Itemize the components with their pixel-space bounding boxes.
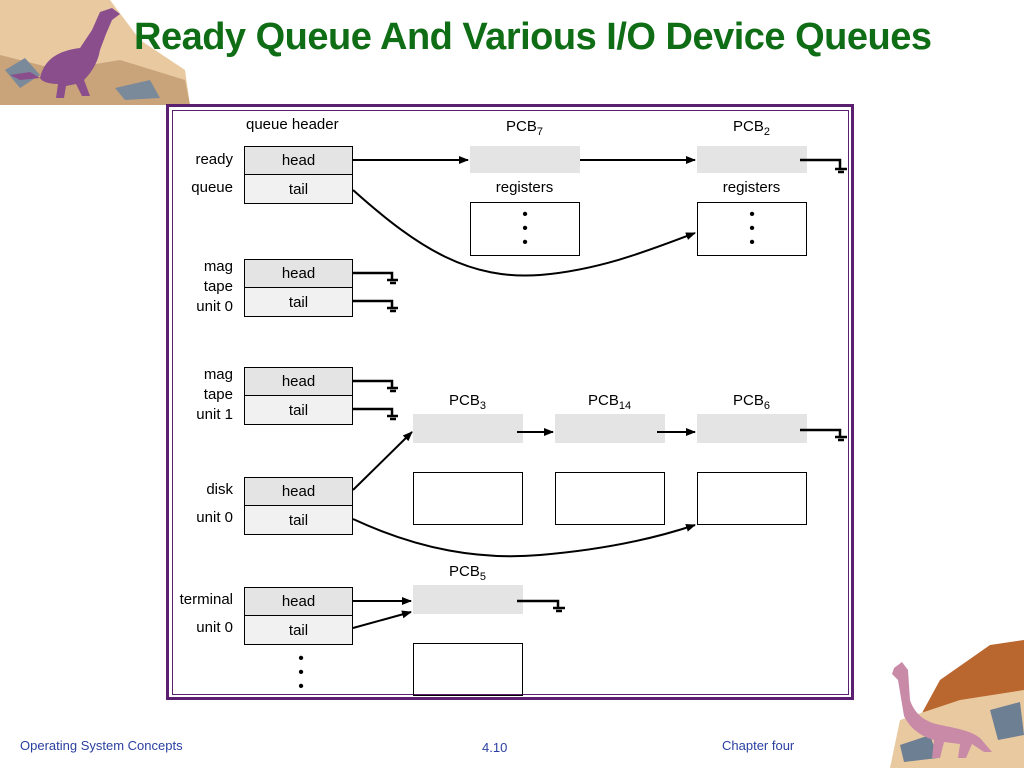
more-queues-ellipsis: ••• [298, 650, 304, 695]
pcb-14-field [554, 443, 665, 473]
tape1-queue-head: head [244, 367, 353, 396]
dinosaur-bottom-right-icon [890, 640, 1024, 768]
diagram-inner-border [172, 110, 849, 695]
pcb-2-registers: registers [696, 173, 807, 203]
ready-queue-tail: tail [244, 174, 353, 204]
pcb-5-label: PCB5 [449, 563, 486, 583]
tape0-queue-head: head [244, 259, 353, 288]
disk-queue-tail: tail [244, 505, 353, 535]
ready-tail-arrow [352, 189, 696, 277]
disk-queue-head: head [244, 477, 353, 506]
queue-name-tape1-line3: unit 1 [196, 406, 233, 423]
footer-course: Operating System Concepts [20, 738, 183, 753]
pcb-6-label: PCB6 [733, 392, 770, 412]
queue-name-tape0-line1: mag [203, 258, 233, 275]
dinosaur-top-left-icon [0, 0, 190, 105]
pcb-7-ellipsis: ••• [522, 206, 528, 251]
terminal-tail-arrow [352, 610, 412, 629]
ready-queue-head: head [244, 146, 353, 175]
queue-name-terminal-line1: terminal [179, 591, 233, 608]
pcb-3-field [412, 443, 523, 473]
pcb-6-link-field [696, 413, 807, 445]
disk-tail-arrow [352, 518, 696, 558]
pcb-2-label: PCB2 [733, 118, 770, 138]
tape1-queue-tail: tail [244, 395, 353, 425]
pcb-3-block [412, 413, 523, 525]
queue-header-label: queue header [246, 116, 339, 133]
pcb-6-block [696, 413, 807, 525]
pcb-2-ellipsis: ••• [749, 206, 755, 251]
slide-title: Ready Queue And Various I/O Device Queue… [134, 16, 932, 58]
disk-head-arrow [352, 431, 413, 491]
pcb-14-block [554, 413, 665, 525]
pcb-7-link-field [469, 145, 580, 175]
pcb-5-field [412, 614, 523, 644]
pcb-7-label: PCB7 [506, 118, 543, 138]
queue-name-tape0-line2: tape [203, 278, 233, 295]
queue-name-terminal-line2: unit 0 [196, 619, 233, 636]
queue-name-tape1-line2: tape [203, 386, 233, 403]
terminal-queue-tail: tail [244, 615, 353, 645]
null-terminators [353, 158, 847, 613]
pcb-7-block: registers ••• [469, 145, 580, 256]
pcb-7-registers: registers [469, 173, 580, 203]
queue-name-disk-line2: unit 0 [196, 509, 233, 526]
pcb-5-block [412, 584, 523, 696]
footer-page-number: 4.10 [482, 740, 508, 755]
pcb-6-field [696, 443, 807, 473]
queue-name-disk-line1: disk [206, 481, 233, 498]
footer-chapter: Chapter four [722, 738, 795, 753]
queue-name-ready-line1: ready [195, 151, 233, 168]
terminal-queue-head: head [244, 587, 353, 616]
queue-name-tape0-line3: unit 0 [196, 298, 233, 315]
queue-name-tape1-line1: mag [203, 366, 233, 383]
queue-name-ready-line2: queue [191, 179, 233, 196]
tape0-queue-tail: tail [244, 287, 353, 317]
pcb-2-block: registers ••• [696, 145, 807, 256]
pcb-3-label: PCB3 [449, 392, 486, 412]
pcb-14-label: PCB14 [588, 392, 632, 412]
